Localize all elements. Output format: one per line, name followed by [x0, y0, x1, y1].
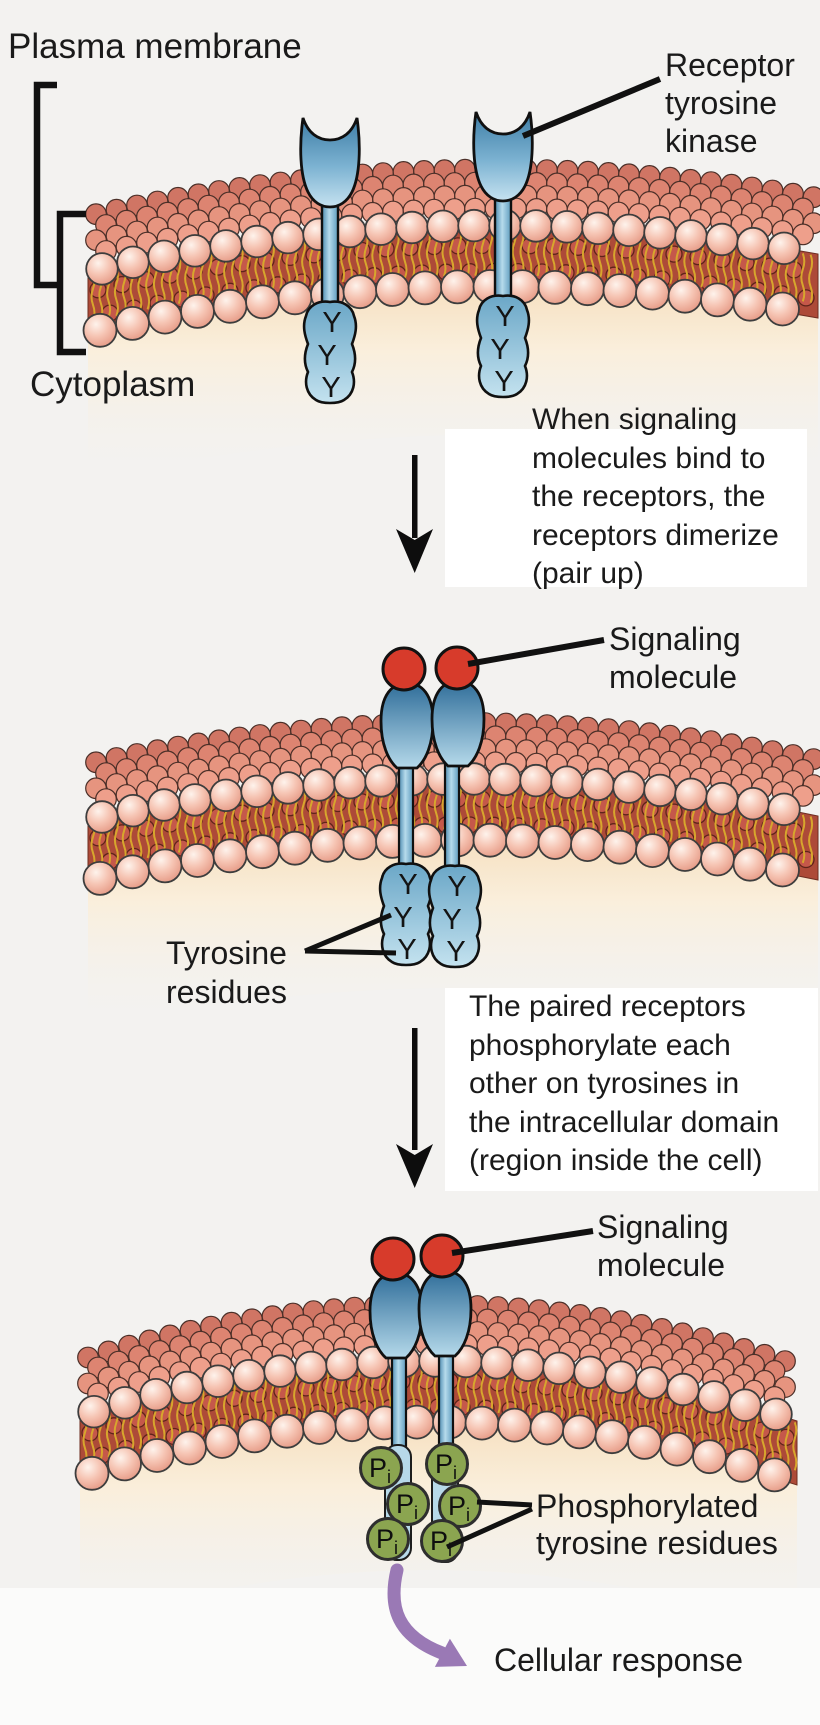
stage-1-receptors: [301, 76, 662, 404]
phosphorylated-pointer-line: [445, 1506, 534, 1550]
stage-2-dimer: [304, 637, 605, 970]
signaling-molecule-pointer-line: [467, 637, 605, 667]
cytoplasm-label: Cytoplasm: [30, 365, 196, 404]
signaling-molecule-label-2: Signaling molecule: [597, 1209, 729, 1283]
step-2-text-box: [445, 988, 818, 1191]
signaling-molecule-pointer-line: [451, 1228, 594, 1256]
down-arrow-icon: [396, 1028, 433, 1188]
receptor-tyrosine-kinase-label: Receptor tyrosine kinase: [665, 47, 795, 159]
cellular-response-label: Cellular response: [494, 1642, 744, 1678]
phosphorylated-tyrosine-residues-label: Phosphorylated tyrosine residues: [536, 1488, 778, 1561]
tyrosine-pointer-line: [304, 912, 392, 954]
signaling-molecule-circle: [381, 646, 427, 692]
bottom-background-strip: [0, 1588, 820, 1725]
signaling-molecule-circle: [434, 645, 480, 691]
membrane-1: [82, 158, 820, 481]
down-arrow-icon: [396, 455, 433, 573]
receptor-kinase-pointer-line: [521, 76, 662, 139]
cellular-response-arrowhead: [434, 1638, 467, 1667]
signaling-molecule-circle: [419, 1233, 465, 1279]
tyrosine-pointer-line: [304, 948, 397, 956]
receptor-head-left: [368, 1271, 424, 1360]
receptor-head-right: [417, 1269, 473, 1358]
phosphorylated-pointer-line: [476, 1499, 533, 1508]
receptor-head-right: [430, 679, 486, 768]
tyrosine-residues-label: Tyrosine residues: [166, 935, 287, 1010]
stage-3-phosphorylated: [359, 1228, 594, 1667]
signaling-molecule-circle: [370, 1236, 416, 1282]
cellular-response-arrow-icon: [387, 1563, 449, 1660]
plasma-membrane-bracket: [33, 81, 86, 356]
receptor-head-left: [379, 681, 435, 770]
step-2-text: The paired receptors phosphorylate each …: [469, 990, 780, 1177]
signaling-molecule-label-1: Signaling molecule: [609, 621, 741, 695]
step-1-text-box: [445, 429, 807, 587]
step-1-text: When signaling molecules bind to the rec…: [532, 403, 779, 590]
plasma-membrane-label: Plasma membrane: [8, 27, 302, 66]
